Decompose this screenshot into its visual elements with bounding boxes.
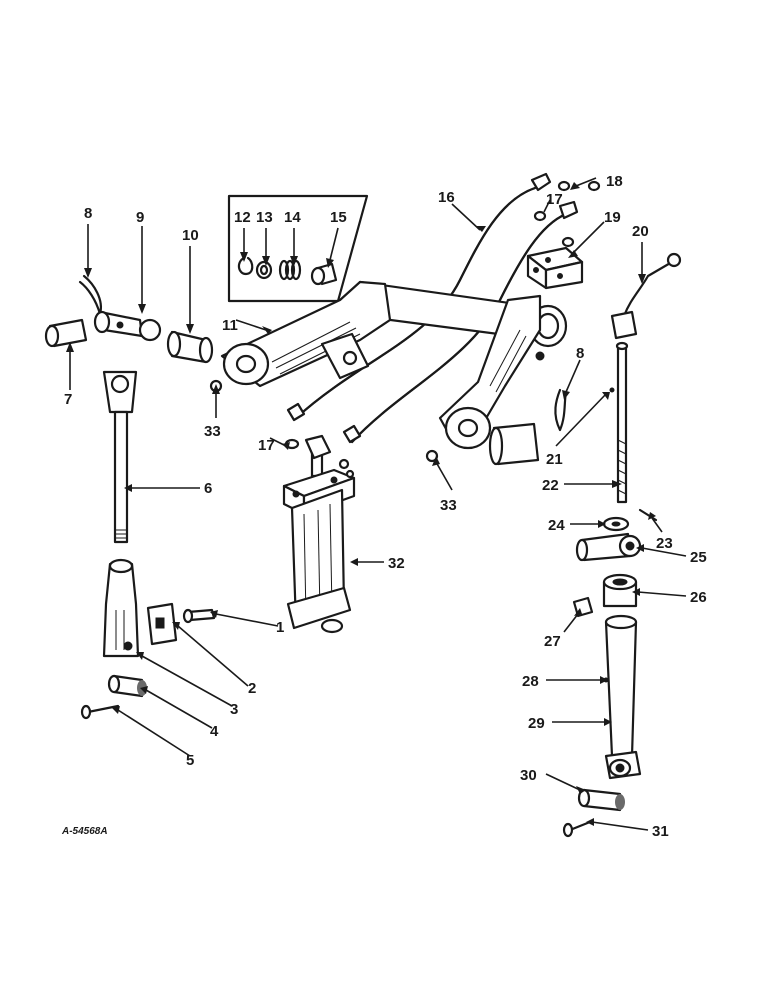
callout-32: 32 bbox=[388, 555, 405, 572]
callout-8-left: 8 bbox=[84, 205, 92, 222]
callout-22: 22 bbox=[542, 477, 559, 494]
callout-33-left: 33 bbox=[204, 423, 221, 440]
callout-30: 30 bbox=[520, 767, 537, 784]
part-33-fitting-right bbox=[425, 449, 439, 463]
callout-4: 4 bbox=[210, 723, 219, 740]
callout-26: 26 bbox=[690, 589, 707, 606]
figure-reference-code: A-54568A bbox=[61, 826, 108, 837]
part-9-clevis bbox=[93, 310, 162, 342]
part-21-22-adjust-rod bbox=[609, 341, 629, 504]
part-19-valve-block bbox=[526, 246, 584, 290]
rockshaft-assembly bbox=[220, 280, 568, 466]
callout-16: 16 bbox=[438, 189, 455, 206]
callout-9: 9 bbox=[136, 209, 144, 226]
callout-23: 23 bbox=[656, 535, 673, 552]
callout-28: 28 bbox=[522, 673, 539, 690]
callout-12: 12 bbox=[234, 209, 251, 226]
callout-14: 14 bbox=[284, 209, 301, 226]
part-31-pin bbox=[562, 820, 592, 838]
callout-24: 24 bbox=[548, 517, 565, 534]
callout-21: 21 bbox=[546, 451, 563, 468]
callout-1: 1 bbox=[276, 619, 284, 636]
part-17-oring-right bbox=[533, 210, 575, 248]
callout-6: 6 bbox=[204, 480, 212, 497]
part-30-sleeve bbox=[577, 788, 625, 812]
callout-7: 7 bbox=[64, 391, 72, 408]
part-13-washer bbox=[255, 260, 273, 280]
callout-11: 11 bbox=[222, 317, 238, 334]
callout-18: 18 bbox=[606, 173, 623, 190]
callout-17-right: 17 bbox=[546, 191, 563, 208]
callout-31: 31 bbox=[652, 823, 669, 840]
callout-20: 20 bbox=[632, 223, 649, 240]
part-14-spring bbox=[278, 259, 302, 281]
part-10-bushing bbox=[166, 330, 214, 364]
part-25-swivel bbox=[575, 532, 642, 562]
part-2-block bbox=[146, 602, 178, 646]
part-18-oring bbox=[557, 180, 601, 192]
part-6-lift-rod bbox=[102, 370, 138, 544]
part-8-hairpin bbox=[78, 274, 102, 316]
part-26-collar bbox=[602, 573, 638, 608]
callout-15: 15 bbox=[330, 209, 347, 226]
part-5-pin bbox=[80, 704, 120, 720]
leader-lines bbox=[69, 177, 687, 831]
callout-labels: 1 2 3 4 5 6 7 8 9 10 11 12 13 14 15 16 1… bbox=[64, 173, 707, 840]
callout-29: 29 bbox=[528, 715, 545, 732]
callout-2: 2 bbox=[248, 680, 256, 697]
part-15-plug bbox=[310, 262, 338, 286]
part-24-washer bbox=[602, 516, 630, 532]
part-1-pin bbox=[182, 608, 216, 624]
callout-13: 13 bbox=[256, 209, 273, 226]
callout-19: 19 bbox=[604, 209, 621, 226]
part-20-lever bbox=[610, 252, 682, 340]
part-32-hydraulic-cylinder bbox=[282, 434, 356, 634]
part-7-pin bbox=[44, 318, 88, 348]
callout-8-right: 8 bbox=[576, 345, 584, 362]
callout-10: 10 bbox=[182, 227, 199, 244]
callout-17-left: 17 bbox=[258, 437, 275, 454]
part-23-setscrew bbox=[638, 508, 658, 522]
callout-27: 27 bbox=[544, 633, 561, 650]
part-4-sleeve bbox=[107, 674, 147, 698]
part-29-leveling-rod bbox=[603, 614, 642, 780]
callout-3: 3 bbox=[230, 701, 238, 718]
part-3-yoke bbox=[102, 558, 140, 658]
part-12-ring bbox=[237, 256, 254, 276]
callout-33-right: 33 bbox=[440, 497, 457, 514]
callout-5: 5 bbox=[186, 752, 194, 769]
part-8-hairpin-right bbox=[554, 388, 568, 432]
callout-25: 25 bbox=[690, 549, 707, 566]
arrowheads bbox=[66, 182, 656, 826]
